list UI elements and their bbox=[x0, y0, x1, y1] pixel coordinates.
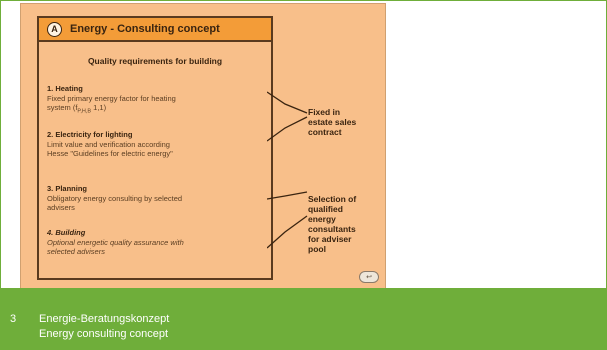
requirement-title: 4. Building bbox=[47, 228, 86, 237]
side-label-selection: Selection of qualified energy consultant… bbox=[308, 194, 356, 254]
requirement-title: 1. Heating bbox=[47, 84, 83, 93]
slide-image: A Energy - Consulting concept Quality re… bbox=[20, 3, 386, 289]
requirement-desc-line: Hesse "Guidelines for electric energy" bbox=[47, 149, 173, 158]
bracket-line-selection bbox=[267, 191, 308, 200]
requirement-desc-line: Limit value and verification according bbox=[47, 139, 170, 149]
caption-bar: 3 Energie-Beratungskonzept Energy consul… bbox=[0, 288, 607, 350]
slide-header: A Energy - Consulting concept bbox=[39, 18, 271, 42]
requirement-desc-text: system (f bbox=[47, 103, 78, 112]
requirement-heating: 1. Heating Fixed primary energy factor f… bbox=[47, 84, 263, 117]
side-label-line: pool bbox=[308, 244, 326, 254]
requirement-building: 4. Building Optional energetic quality a… bbox=[47, 228, 263, 257]
side-label-line: contract bbox=[308, 127, 342, 137]
side-label-line: energy bbox=[308, 214, 336, 224]
bracket-line-fixed bbox=[267, 91, 308, 114]
side-label-line: Selection of bbox=[308, 194, 357, 204]
requirement-desc-line: system (fP,H,B 1,1) bbox=[47, 103, 263, 117]
requirement-electricity: 2. Electricity for lighting Limit value … bbox=[47, 130, 263, 159]
requirement-desc-line: selected advisers bbox=[47, 247, 105, 256]
caption-german: Energie-Beratungskonzept bbox=[39, 313, 170, 325]
factor-subscript: P,H,B bbox=[77, 108, 92, 115]
side-label-fixed: Fixed in estate sales contract bbox=[308, 107, 356, 137]
circle-a-badge: A bbox=[47, 21, 62, 37]
requirement-title: 2. Electricity for lighting bbox=[47, 130, 133, 139]
requirement-desc-line: Fixed primary energy factor for heating bbox=[47, 93, 176, 103]
sub-heading: Quality requirements for building bbox=[87, 56, 223, 66]
side-label-line: estate sales bbox=[308, 117, 357, 127]
bracket-line-fixed bbox=[267, 116, 308, 142]
requirement-desc-text: 1,1) bbox=[91, 103, 107, 112]
requirements-box: A Energy - Consulting concept Quality re… bbox=[37, 16, 273, 280]
requirement-planning: 3. Planning Obligatory energy consulting… bbox=[47, 184, 263, 213]
caption-english: Energy consulting concept bbox=[39, 328, 169, 340]
side-label-line: consultants bbox=[308, 224, 356, 234]
requirement-desc-line: advisers bbox=[47, 203, 75, 212]
bracket-lines bbox=[267, 91, 308, 249]
requirement-desc-line: Optional energetic quality assurance wit… bbox=[47, 237, 184, 247]
bracket-line-selection bbox=[267, 215, 308, 249]
requirement-desc-line: Obligatory energy consulting by selected bbox=[47, 193, 183, 203]
requirement-title: 3. Planning bbox=[47, 184, 88, 193]
side-label-line: Fixed in bbox=[308, 107, 341, 117]
caption-number: 3 bbox=[10, 313, 17, 325]
slide-title: Energy - Consulting concept bbox=[70, 23, 220, 35]
side-label-line: qualified bbox=[308, 204, 343, 214]
return-arrow-icon[interactable]: ↩ bbox=[359, 271, 379, 283]
side-label-line: for adviser bbox=[308, 234, 352, 244]
